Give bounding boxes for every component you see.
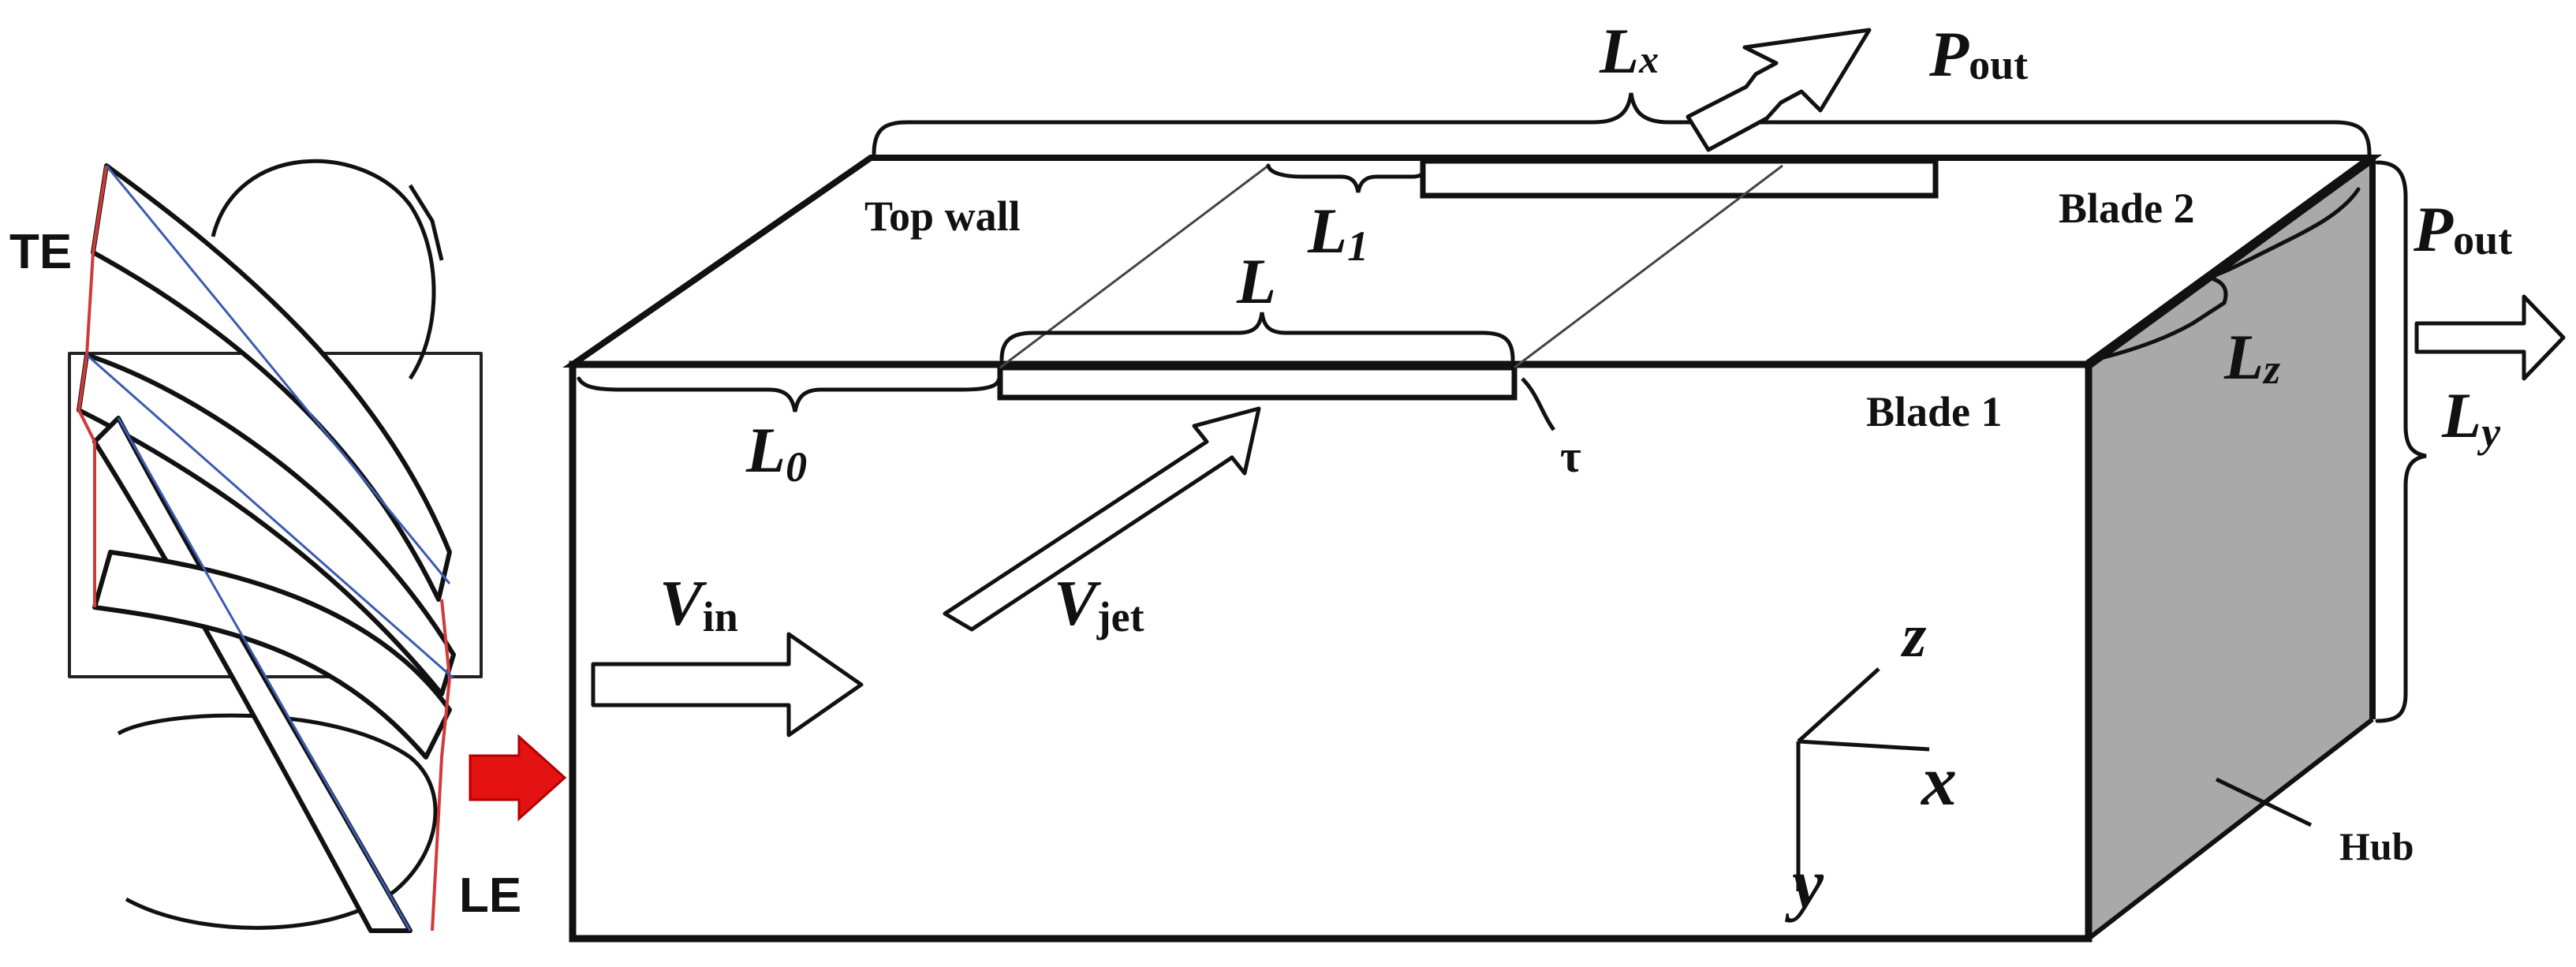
label-blade-2: Blade 2: [2059, 185, 2195, 232]
impeller-trailing-edge-line: [77, 165, 108, 607]
label-l0: L0: [745, 414, 807, 491]
axis-triad: [1796, 667, 1930, 891]
box-edge-top-right: [2085, 154, 2376, 368]
label-hub: Hub: [2339, 824, 2414, 868]
label-p-out-top: Pout: [1928, 18, 2028, 90]
axis-x-line: [1798, 739, 1930, 752]
brace-l1: [1266, 160, 1425, 193]
label-te: TE: [9, 225, 72, 279]
label-ly: Ly: [2441, 379, 2501, 456]
label-le: LE: [459, 868, 521, 923]
impeller-lobe-bottom: [117, 713, 438, 930]
impeller-sketch: [68, 159, 483, 933]
label-lx: Lx: [1599, 15, 1659, 87]
p-out-side-arrow-icon: [2414, 294, 2566, 381]
impeller-blade-middle: [77, 353, 456, 696]
brace-l: [999, 312, 1515, 362]
impeller-blue-line-1: [105, 165, 451, 584]
impeller-leading-edge-line: [431, 599, 451, 932]
label-lz: Lz: [2223, 321, 2280, 393]
label-l: L: [1236, 245, 1276, 317]
tau-leader-line: [1521, 377, 1556, 431]
jet-slot-front: [997, 364, 1518, 401]
v-jet-arrow-icon: [943, 406, 1261, 632]
hub-leader-line: [2215, 777, 2313, 827]
impeller-blade-bottom: [92, 550, 452, 760]
label-p-out-side: Pout: [2413, 193, 2512, 265]
impeller-blue-line-2: [86, 353, 454, 680]
transition-arrow-icon: [469, 734, 567, 822]
box-edge-bottom-right: [2087, 717, 2374, 941]
domain-box: [562, 154, 2383, 943]
axis-z-line: [1797, 667, 1880, 743]
brace-l0: [577, 376, 1001, 413]
impeller-blue-line-3: [117, 417, 412, 932]
dimension-braces: [577, 92, 2427, 723]
projection-line-right: [1514, 164, 1783, 369]
label-v-in: Vin: [659, 567, 738, 640]
label-l1: L1: [1307, 195, 1368, 270]
brace-ly: [2375, 160, 2427, 723]
hub-face: [2089, 158, 2373, 939]
label-axis-x: x: [1920, 742, 1957, 820]
label-tau: τ: [1560, 431, 1581, 482]
label-axis-z: z: [1900, 601, 1927, 670]
v-in-arrow-icon: [591, 632, 864, 737]
brace-lx: [872, 92, 2372, 157]
label-blade-1: Blade 1: [1866, 388, 2003, 435]
impeller-lobe-tip: [408, 184, 444, 261]
label-v-jet: Vjet: [1054, 567, 1144, 640]
label-top-wall: Top wall: [864, 192, 1021, 240]
flow-arrows: [591, 28, 2566, 737]
blade-1-face: [569, 360, 2093, 943]
brace-lz: [2096, 187, 2361, 361]
p-out-top-arrow-icon: [1686, 28, 1872, 152]
jet-slot-top: [1420, 158, 1939, 199]
impeller-lobe-top: [211, 159, 436, 380]
